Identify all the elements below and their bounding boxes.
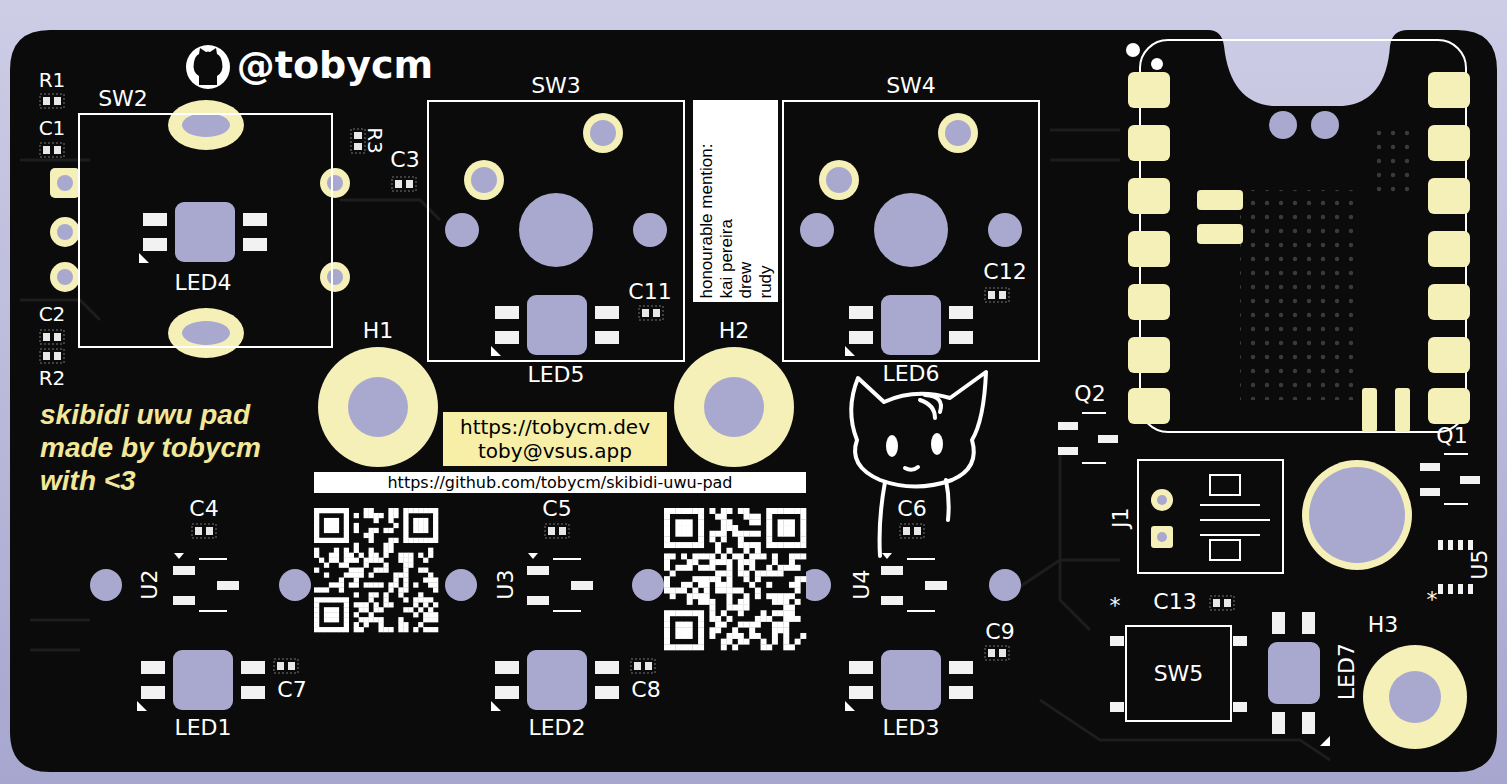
reference-designator: LED1 xyxy=(174,715,231,740)
reference-designator: R3 xyxy=(363,127,386,154)
reference-designator: C11 xyxy=(628,279,671,304)
switch-outline: SW4 xyxy=(782,100,1040,362)
switch-label: SW4 xyxy=(886,73,936,98)
switch-outline: SW5 xyxy=(1125,625,1232,722)
mention-line: rudy xyxy=(755,104,775,298)
reference-designator: J1 xyxy=(1107,508,1132,529)
mention-line: drew xyxy=(735,104,755,298)
reference-designator: H2 xyxy=(719,318,750,343)
reference-designator: LED5 xyxy=(527,362,584,387)
reference-designator: R2 xyxy=(39,367,66,390)
silkscreen-box: https://github.com/tobycm/skibidi-uwu-pa… xyxy=(314,472,806,493)
reference-designator: Q2 xyxy=(1074,381,1105,406)
mention-line: honourable mention: xyxy=(696,104,716,298)
url-text: https://github.com/tobycm/skibidi-uwu-pa… xyxy=(320,473,800,492)
reference-designator: H1 xyxy=(363,318,394,343)
reference-designator: C1 xyxy=(39,117,66,140)
silkscreen-box: honourable mention:kai pereiradrewrudy xyxy=(693,100,778,302)
reference-designator: LED6 xyxy=(882,361,939,386)
silkscreen-box: https://tobycm.devtoby@vsus.app xyxy=(443,412,667,466)
reference-designator: C6 xyxy=(897,496,926,521)
switch-label: SW5 xyxy=(1154,661,1204,686)
reference-designator: C13 xyxy=(1153,589,1196,614)
rotated-text-block: honourable mention:kai pereiradrewrudy xyxy=(693,100,778,302)
url-text: https://tobycm.dev xyxy=(449,415,661,439)
reference-designator: C12 xyxy=(983,259,1026,284)
handle-text: @tobycm xyxy=(237,44,433,88)
reference-designator: U2 xyxy=(137,570,162,600)
reference-designator: R1 xyxy=(39,69,66,92)
reference-designator: * xyxy=(1427,587,1438,612)
reference-designator: LED3 xyxy=(882,715,939,740)
reference-designator: U4 xyxy=(849,570,874,600)
reference-designator: C3 xyxy=(390,147,419,172)
switch-label: SW2 xyxy=(98,86,148,111)
reference-designator: C8 xyxy=(631,677,660,702)
switch-outline: SW3 xyxy=(427,100,685,362)
reference-designator: U3 xyxy=(493,570,518,600)
reference-designator: Q1 xyxy=(1436,423,1467,448)
reference-designator: * xyxy=(1110,593,1121,618)
reference-designator: LED2 xyxy=(528,715,585,740)
reference-designator: LED7 xyxy=(1334,643,1359,700)
board-note: skibidi uwu pad made by tobycm with <3 xyxy=(40,398,305,497)
reference-designator: C2 xyxy=(39,303,66,326)
mention-line: kai pereira xyxy=(716,104,736,298)
url-text: toby@vsus.app xyxy=(449,439,661,463)
switch-outline: SW2 xyxy=(78,113,333,348)
reference-designator: H3 xyxy=(1368,612,1399,637)
reference-designator: U5 xyxy=(1467,550,1492,580)
reference-designator: C9 xyxy=(985,619,1014,644)
switch-label: SW3 xyxy=(531,73,581,98)
reference-designator: LED4 xyxy=(174,270,231,295)
reference-designator: C4 xyxy=(189,496,218,521)
reference-designator: C5 xyxy=(542,496,571,521)
reference-designator: C7 xyxy=(277,677,306,702)
